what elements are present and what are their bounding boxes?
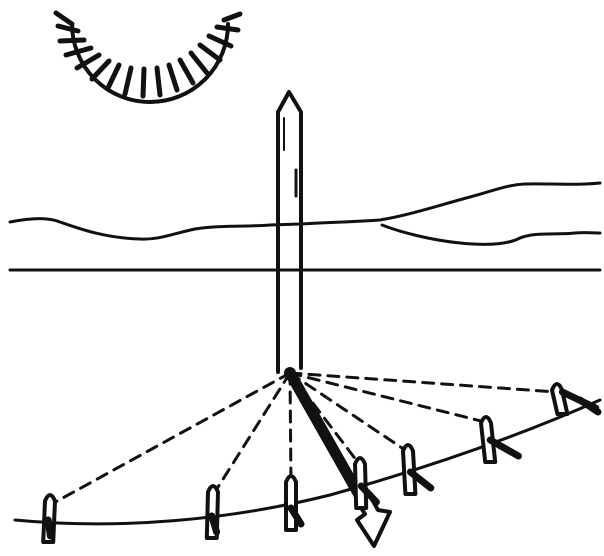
arrow-icon <box>290 373 390 546</box>
ground-curve <box>15 400 600 524</box>
stake-icon <box>207 486 218 538</box>
mountain-range <box>10 183 600 244</box>
stake-icon <box>43 495 55 542</box>
sun-icon <box>56 13 240 102</box>
gnomon-base-knot <box>284 367 296 379</box>
obelisk-icon <box>278 92 301 372</box>
